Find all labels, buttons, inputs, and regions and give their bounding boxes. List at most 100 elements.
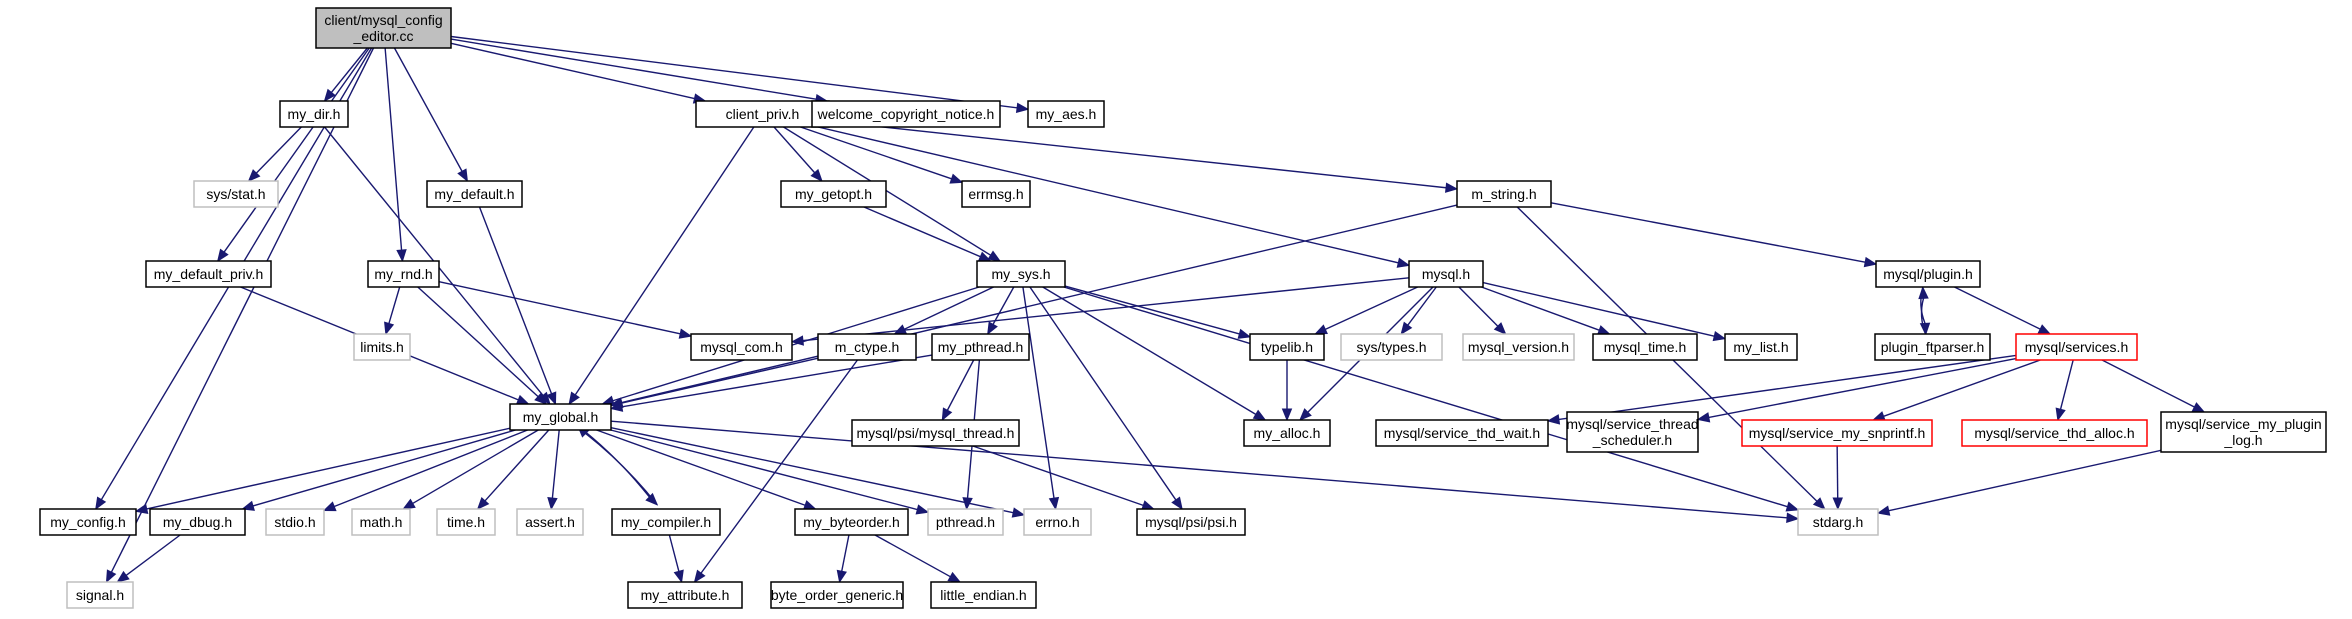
node-signal[interactable]: signal.h [66, 581, 134, 609]
edge-line [841, 534, 850, 572]
node-box [1874, 333, 1991, 361]
edge-root-to-my_dir [323, 47, 368, 103]
node-box [931, 333, 1030, 361]
node-svc-plugin-log[interactable]: mysql/service_my_plugin_log.h [2160, 411, 2327, 453]
edge-line [863, 206, 981, 258]
node-box [145, 260, 272, 288]
node-my-aes[interactable]: my_aes.h [1027, 100, 1105, 128]
node-psi-psi[interactable]: mysql/psi/psi.h [1136, 508, 1246, 536]
node-errno[interactable]: errno.h [1023, 508, 1092, 536]
node-my-alloc[interactable]: my_alloc.h [1243, 419, 1331, 447]
node-box [2015, 333, 2138, 361]
node-mysql-com[interactable]: mysql_com.h [690, 333, 793, 361]
node-my-compiler[interactable]: my_compiler.h [611, 508, 721, 536]
edge-my_sys-to-stdarg [1063, 286, 1800, 512]
edge-client_priv-to-m_string [828, 120, 1459, 193]
node-my-list[interactable]: my_list.h [1724, 333, 1798, 361]
edge-arrowhead [568, 391, 580, 406]
node-mysql-services[interactable]: mysql/services.h [2015, 333, 2138, 361]
node-assert[interactable]: assert.h [516, 508, 584, 536]
node-label: welcome_copyright_notice.h [817, 106, 995, 122]
edge-plugin_ftparser-to-mysql_plugin [1918, 286, 1929, 335]
node-mysql-plugin[interactable]: mysql/plugin.h [1875, 260, 1981, 288]
node-byte-order-generic[interactable]: byte_order_generic.h [770, 581, 904, 609]
node-my-global[interactable]: my_global.h [509, 403, 612, 431]
node-my-dbug[interactable]: my_dbug.h [149, 508, 246, 536]
node-typelib[interactable]: typelib.h [1249, 333, 1325, 361]
node-box [193, 180, 279, 208]
node-m-string[interactable]: m_string.h [1456, 180, 1552, 208]
node-welcome[interactable]: welcome_copyright_notice.h [811, 100, 1001, 128]
edge-arrowhead [790, 335, 804, 346]
node-time-h[interactable]: time.h [436, 508, 496, 536]
node-box [927, 508, 1004, 536]
node-sys-types[interactable]: sys/types.h [1340, 333, 1443, 361]
edge-root-to-my_default [393, 47, 469, 183]
node-svc-thd-alloc[interactable]: mysql/service_thd_alloc.h [1961, 419, 2148, 447]
edge-arrowhead [396, 249, 407, 263]
node-box [1875, 260, 1981, 288]
node-label: _log.h [2223, 432, 2262, 448]
node-my-pthread[interactable]: my_pthread.h [931, 333, 1030, 361]
node-mysql-time[interactable]: mysql_time.h [1592, 333, 1698, 361]
node-little-endian[interactable]: little_endian.h [930, 581, 1037, 609]
node-my-sys[interactable]: my_sys.h [976, 260, 1066, 288]
node-stdio[interactable]: stdio.h [265, 508, 325, 536]
edge-arrowhead [1048, 496, 1060, 511]
node-math[interactable]: math.h [351, 508, 411, 536]
node-limits[interactable]: limits.h [353, 333, 411, 361]
node-stdarg[interactable]: stdarg.h [1797, 508, 1879, 536]
edge-mysql_services-to-svc_snprintf [1871, 359, 2041, 422]
edge-arrowhead [987, 250, 1002, 262]
node-my-dir[interactable]: my_dir.h [279, 100, 349, 128]
node-sys-stat[interactable]: sys/stat.h [193, 180, 279, 208]
node-plugin-ftparser[interactable]: plugin_ftparser.h [1874, 333, 1991, 361]
node-svc-snprintf[interactable]: mysql/service_my_snprintf.h [1741, 419, 1933, 447]
edge-line [252, 429, 516, 507]
edge-arrowhead [534, 392, 548, 405]
edge-line [388, 286, 401, 324]
edge-arrowhead [2037, 324, 2052, 335]
edge-line [612, 286, 980, 402]
edge-arrowhead [947, 571, 962, 583]
node-mysql-h[interactable]: mysql.h [1408, 260, 1484, 288]
node-label: my_aes.h [1036, 106, 1097, 122]
node-label: plugin_ftparser.h [1881, 339, 1985, 355]
edge-arrowhead [1252, 409, 1267, 421]
node-m-ctype[interactable]: m_ctype.h [817, 333, 917, 361]
edge-arrowhead [1785, 501, 1800, 512]
node-errmsg[interactable]: errmsg.h [961, 180, 1031, 208]
edge-line [1325, 286, 1418, 331]
node-svc-thd-wait[interactable]: mysql/service_thd_wait.h [1375, 419, 1549, 447]
node-my-attribute[interactable]: my_attribute.h [627, 581, 743, 609]
node-my-rnd[interactable]: my_rnd.h [367, 260, 440, 288]
node-box [1340, 333, 1443, 361]
node-svc-thread-sched[interactable]: mysql/service_thread_scheduler.h [1566, 411, 1699, 453]
node-psi-mysql-thread[interactable]: mysql/psi/mysql_thread.h [851, 419, 1020, 447]
node-my-config[interactable]: my_config.h [39, 508, 137, 536]
node-pthread[interactable]: pthread.h [927, 508, 1004, 536]
edge-my_pthread-to-psi_mysql_thread [941, 359, 975, 422]
edge-my_rnd-to-mysql_com [438, 280, 693, 339]
node-my-byteorder[interactable]: my_byteorder.h [794, 508, 909, 536]
node-label: my_default.h [434, 186, 514, 202]
edge-line [1458, 286, 1499, 327]
node-mysql-version[interactable]: mysql_version.h [1462, 333, 1575, 361]
node-label: my_byteorder.h [803, 514, 900, 530]
edge-line [668, 534, 680, 572]
node-root[interactable]: client/mysql_config_editor.cc [315, 7, 452, 49]
node-box [961, 180, 1031, 208]
node-my-default[interactable]: my_default.h [426, 180, 523, 208]
node-label: time.h [447, 514, 485, 530]
node-my-getopt[interactable]: my_getopt.h [780, 180, 887, 208]
edge-my_compiler-to-my_attribute [668, 534, 684, 584]
node-label: my_sys.h [991, 266, 1050, 282]
node-label: sys/stat.h [206, 186, 265, 202]
edge-line [1407, 286, 1437, 326]
node-my-default-priv[interactable]: my_default_priv.h [145, 260, 272, 288]
edge-m_string-to-mysql_plugin [1550, 202, 1878, 268]
node-box [1027, 100, 1105, 128]
node-client-priv[interactable]: client_priv.h [695, 100, 830, 128]
edge-layer [95, 35, 2206, 584]
edge-arrowhead [241, 500, 255, 511]
